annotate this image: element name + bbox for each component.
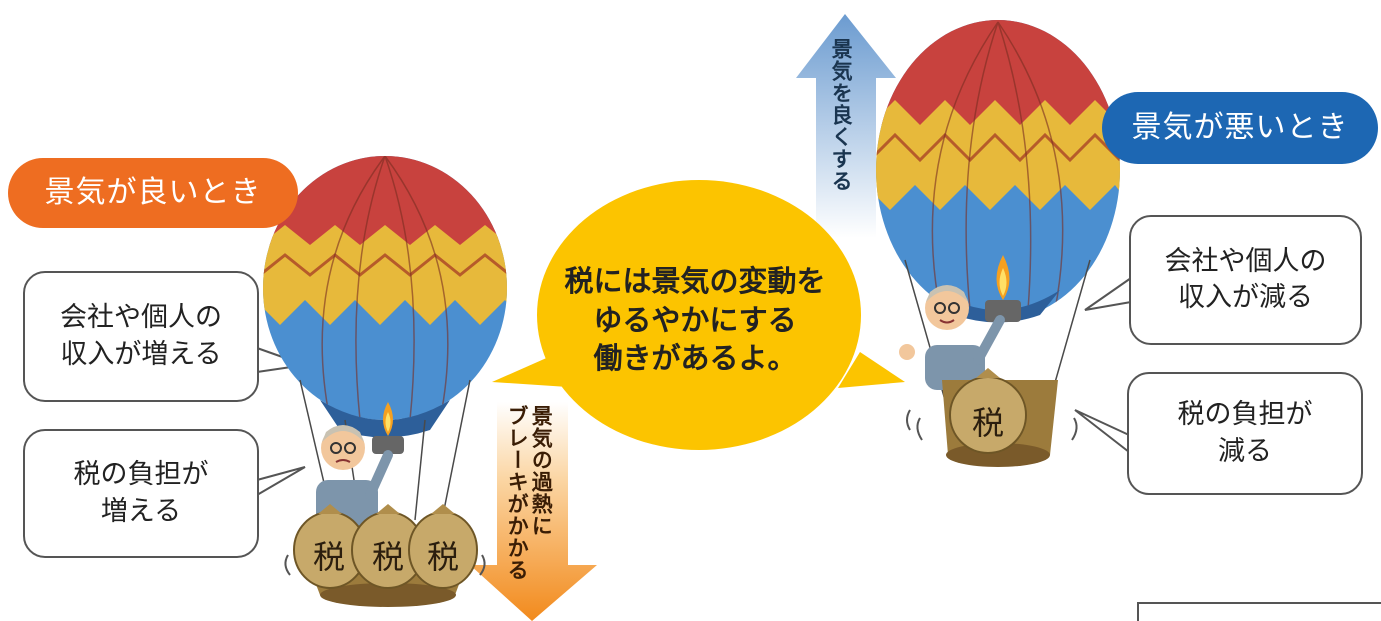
tax-up-callout: 税の負担が 増える: [23, 429, 259, 558]
tax-bag-label: 税: [972, 404, 1005, 442]
income-down-callout: 会社や個人の 収入が減る: [1129, 215, 1362, 345]
arrow-down-label: 景気の過熱に ブレーキがかかる: [505, 405, 554, 581]
arrow-up-label: 景気を良くする: [829, 38, 854, 192]
bad-times-label: 景気が悪いとき: [1102, 92, 1378, 164]
tax-bag-label: 税: [313, 538, 346, 576]
arrow-up-better-economy: [796, 14, 896, 238]
partial-frame: [1137, 602, 1381, 621]
tax-bag-label: 税: [427, 538, 460, 576]
center-bubble-text: 税には景気の変動を ゆるやかにする 働きがあるよ。: [564, 264, 826, 376]
income-up-callout: 会社や個人の 収入が増える: [23, 271, 259, 402]
tax-bag-label: 税: [372, 538, 405, 576]
arrow-down-brake: [470, 402, 597, 621]
tax-bags-three: [293, 504, 478, 589]
callout-tails: [256, 277, 1132, 496]
left-balloon: [263, 156, 507, 607]
right-balloon: [876, 20, 1120, 467]
tax-bag-single: [949, 368, 1027, 454]
good-times-label: 景気が良いとき: [8, 158, 298, 228]
tax-down-callout: 税の負担が 減る: [1127, 372, 1363, 495]
center-speech-bubble: [492, 180, 905, 450]
